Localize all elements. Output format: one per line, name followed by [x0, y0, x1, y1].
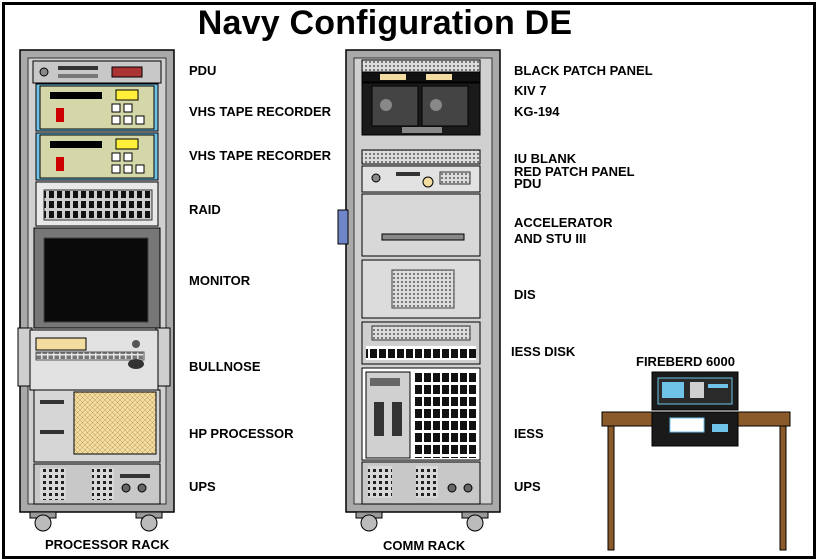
iess-unit: [361, 367, 481, 461]
label-processor-pdu: PDU: [189, 63, 217, 78]
vhs-tape-recorder-2: [35, 132, 159, 181]
vhs-tape-recorder-1: [35, 83, 159, 132]
kiv7-kg194-unit: [361, 82, 481, 136]
red-patch-panel: [361, 149, 481, 165]
dis-unit: [361, 259, 481, 319]
comm-rack: [337, 49, 501, 532]
black-patch-panel: [361, 59, 481, 83]
pdu-unit: [32, 60, 162, 84]
label-comm-kg194: KG-194: [514, 104, 560, 119]
label-processor-hp: HP PROCESSOR: [189, 426, 294, 441]
label-comm-ups: UPS: [514, 479, 541, 494]
comm-rack-label: COMM RACK: [383, 538, 466, 553]
comm-rack-casters: [355, 511, 489, 532]
label-comm-iess: IESS: [514, 426, 544, 441]
hp-processor-unit: [33, 389, 161, 463]
label-comm-accelerator: ACCELERATOR: [514, 215, 613, 230]
label-fireberd: FIREBERD 6000: [636, 354, 735, 369]
processor-rack-casters: [29, 511, 163, 532]
iess-disk-unit: [361, 321, 481, 365]
label-processor-vhs-1: VHS TAPE RECORDER: [189, 104, 332, 119]
processor-rack-label: PROCESSOR RACK: [45, 537, 170, 552]
label-comm-dis: DIS: [514, 287, 536, 302]
fireberd-6000-unit: [651, 371, 739, 447]
label-processor-vhs-2: VHS TAPE RECORDER: [189, 148, 332, 163]
label-processor-bullnose: BULLNOSE: [189, 359, 261, 374]
raid-unit: [35, 181, 159, 227]
page-title: Navy Configuration DE: [197, 4, 573, 42]
label-comm-stu3: AND STU III: [514, 231, 587, 246]
label-comm-iu-blank: IU BLANK: [514, 151, 577, 166]
label-processor-raid: RAID: [189, 202, 221, 217]
label-comm-iess-disk: IESS DISK: [511, 344, 576, 359]
label-comm-kiv7: KIV 7: [514, 83, 547, 98]
monitor-unit: [33, 227, 161, 329]
ups-unit-comm: [361, 461, 481, 505]
label-comm-red-patch: RED PATCH PANEL: [514, 164, 635, 179]
processor-rack: [17, 49, 175, 532]
label-comm-black-patch: BLACK PATCH PANEL: [514, 63, 653, 78]
accelerator-stu3-unit: [361, 193, 481, 257]
ups-unit-processor: [33, 463, 161, 505]
pdu-unit-comm: [361, 165, 481, 193]
label-comm-pdu: PDU: [514, 176, 542, 191]
bullnose-unit: [17, 327, 171, 391]
label-processor-monitor: MONITOR: [189, 273, 251, 288]
label-processor-ups: UPS: [189, 479, 216, 494]
